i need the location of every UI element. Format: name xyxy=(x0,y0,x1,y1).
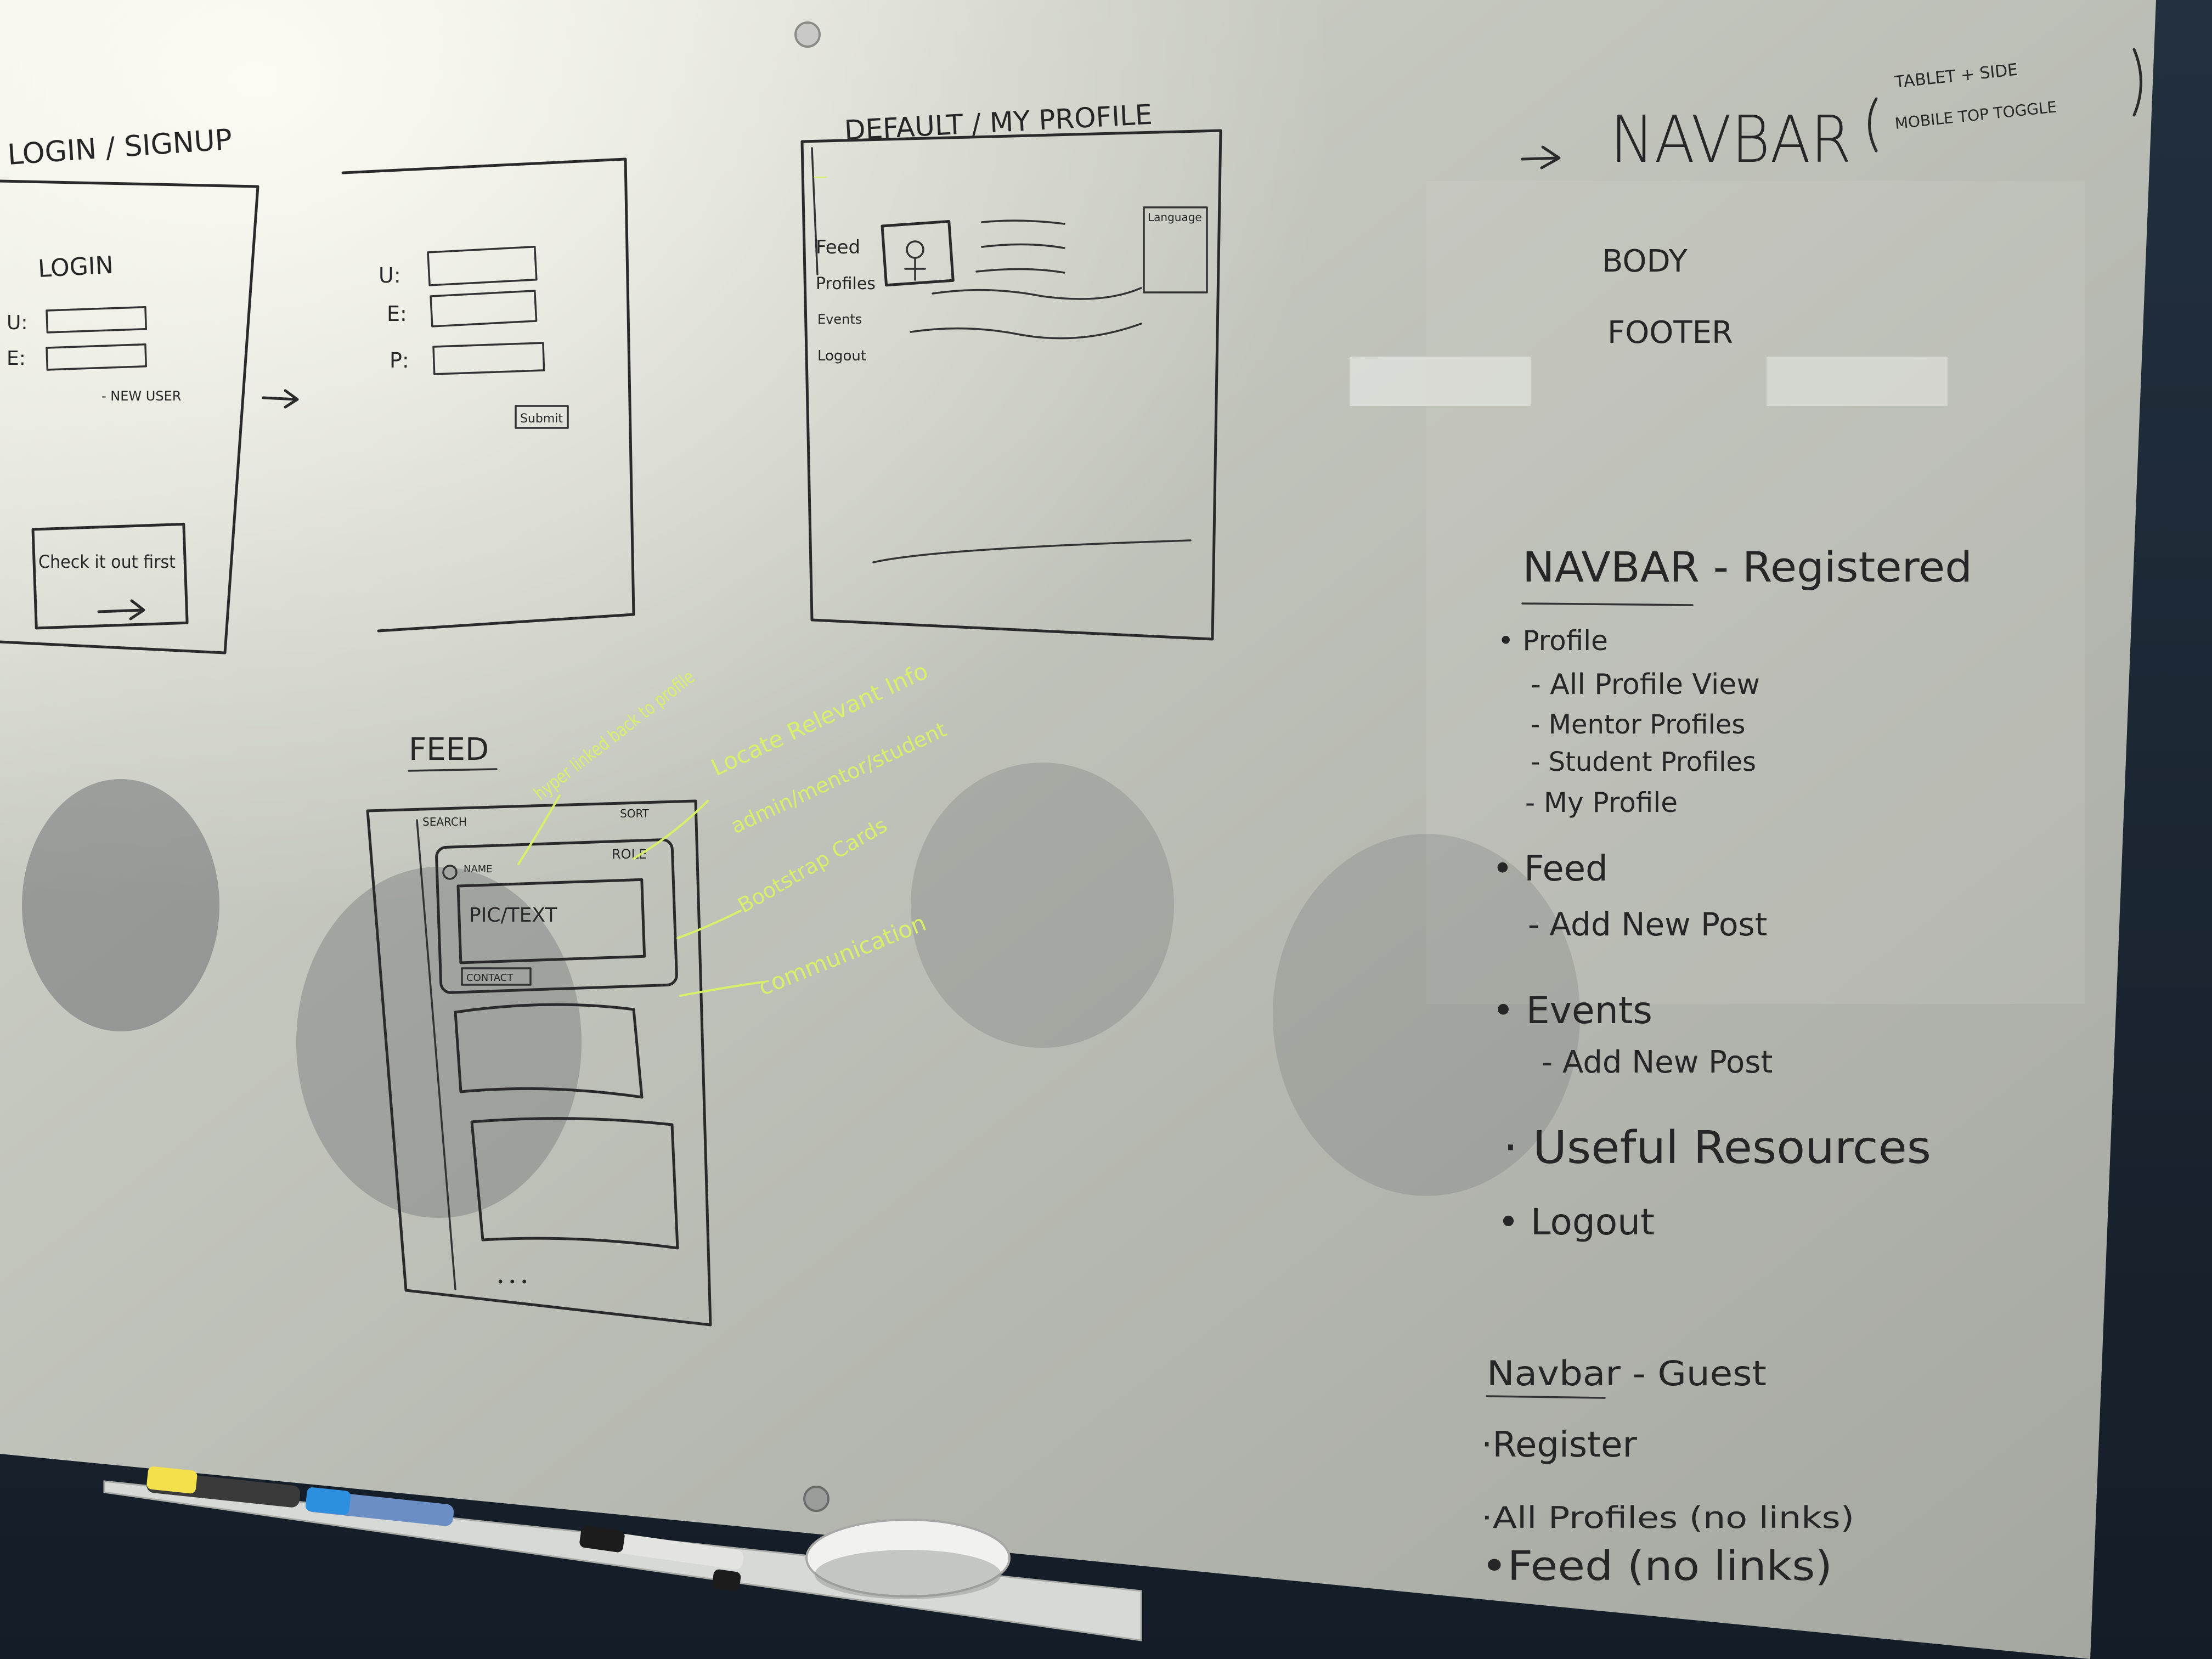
check-it-out-label: Check it out first xyxy=(38,551,176,572)
marker-tray xyxy=(103,1480,1142,1641)
nav-item-events: • Events xyxy=(1492,989,1652,1032)
navbar-registered-list: NAVBAR - Registered • Profile - All Prof… xyxy=(1492,543,1972,1243)
navbar-registered-title: NAVBAR - Registered xyxy=(1522,543,1972,591)
profile-side-item-events: Events xyxy=(817,312,862,327)
signup-field-u xyxy=(427,246,538,286)
signup-submit-button xyxy=(515,405,569,429)
structure-navbar: NAVBAR xyxy=(1610,101,1852,177)
guest-item-register: ·Register xyxy=(1481,1425,1638,1465)
login-title: LOGIN xyxy=(37,251,114,283)
guest-item-all-profiles: ·All Profiles (no links) xyxy=(1481,1500,1854,1535)
check-it-out-button xyxy=(31,522,189,630)
feed-card-3 xyxy=(470,1117,679,1250)
signup-submit-label: Submit xyxy=(520,412,563,426)
profile-side-highlight: — xyxy=(813,168,827,185)
profile-right-panel xyxy=(1143,206,1208,294)
nav-subitem-all-profile-view: - All Profile View xyxy=(1531,668,1760,701)
layout-structure: NAVBAR TABLET + SIDE MOBILE TOP TOGGLE B… xyxy=(1521,48,2142,351)
structure-body: BODY xyxy=(1602,244,1688,279)
nav-subitem-feed-add-post: - Add New Post xyxy=(1528,906,1767,943)
signup-sketch: U: E: P: Submit xyxy=(341,157,635,633)
nav-item-useful-resources: · Useful Resources xyxy=(1503,1122,1931,1174)
login-field-e-label: E: xyxy=(7,347,26,370)
nav-subitem-student-profiles: - Student Profiles xyxy=(1531,747,1756,777)
nav-item-feed: • Feed xyxy=(1492,849,1608,889)
nav-subitem-my-profile: - My Profile xyxy=(1525,787,1678,819)
nav-subitem-events-add-post: - Add New Post xyxy=(1542,1045,1773,1080)
signup-field-p-label: P: xyxy=(390,348,409,373)
feed-card-content-label: PIC/TEXT xyxy=(469,904,557,927)
marker-blue[interactable] xyxy=(305,1487,455,1527)
feed-card-1 xyxy=(435,838,678,994)
signup-field-u-label: U: xyxy=(379,263,401,287)
signup-field-p xyxy=(432,342,545,375)
glass-board xyxy=(0,0,2156,1659)
feed-card-content xyxy=(456,878,646,964)
annotation-leaders xyxy=(517,794,764,997)
feed-sort: SORT xyxy=(620,807,650,820)
navbar-guest-title: Navbar - Guest xyxy=(1487,1353,1767,1393)
nav-subitem-mentor-profiles: - Mentor Profiles xyxy=(1531,709,1745,740)
signup-field-e-label: E: xyxy=(387,302,407,326)
profile-right-panel-label: Language xyxy=(1148,211,1202,224)
feed-search: SEARCH xyxy=(422,815,467,828)
profile-side-item-logout: Logout xyxy=(817,348,866,364)
feed-sketch: FEED SEARCH SORT NAME ROLE PIC/TEXT CONT… xyxy=(366,732,712,1327)
nav-item-profile: • Profile xyxy=(1498,625,1608,657)
navbar-guest-list: Navbar - Guest ·Register ·All Profiles (… xyxy=(1481,1353,1854,1590)
marker-yellow[interactable] xyxy=(146,1466,301,1508)
feed-card-contact-label: CONTACT xyxy=(466,972,514,984)
feed-sketch-heading: FEED xyxy=(409,732,489,768)
feed-footer-dots: • • • xyxy=(496,1274,528,1290)
marker-black[interactable] xyxy=(579,1525,744,1592)
profile-sketch: DEFAULT / MY PROFILE — Feed Profiles Eve… xyxy=(800,99,1222,641)
nav-item-logout: • Logout xyxy=(1498,1201,1655,1243)
feed-card-name: NAME xyxy=(464,864,493,875)
profile-side-item-profiles: Profiles xyxy=(816,274,876,294)
eraser[interactable] xyxy=(805,1519,1011,1599)
login-field-e xyxy=(46,343,148,371)
feed-card-2 xyxy=(454,1003,644,1099)
structure-footer: FOOTER xyxy=(1607,315,1733,351)
signup-field-e xyxy=(430,290,538,328)
new-user-link: - NEW USER xyxy=(101,388,181,404)
login-field-u xyxy=(46,306,148,334)
feed-card-contact xyxy=(461,967,532,986)
profile-side-item-feed: Feed xyxy=(816,236,860,258)
profile-avatar xyxy=(881,219,955,287)
login-field-u-label: U: xyxy=(7,312,27,334)
guest-item-feed: •Feed (no links) xyxy=(1481,1543,1832,1590)
